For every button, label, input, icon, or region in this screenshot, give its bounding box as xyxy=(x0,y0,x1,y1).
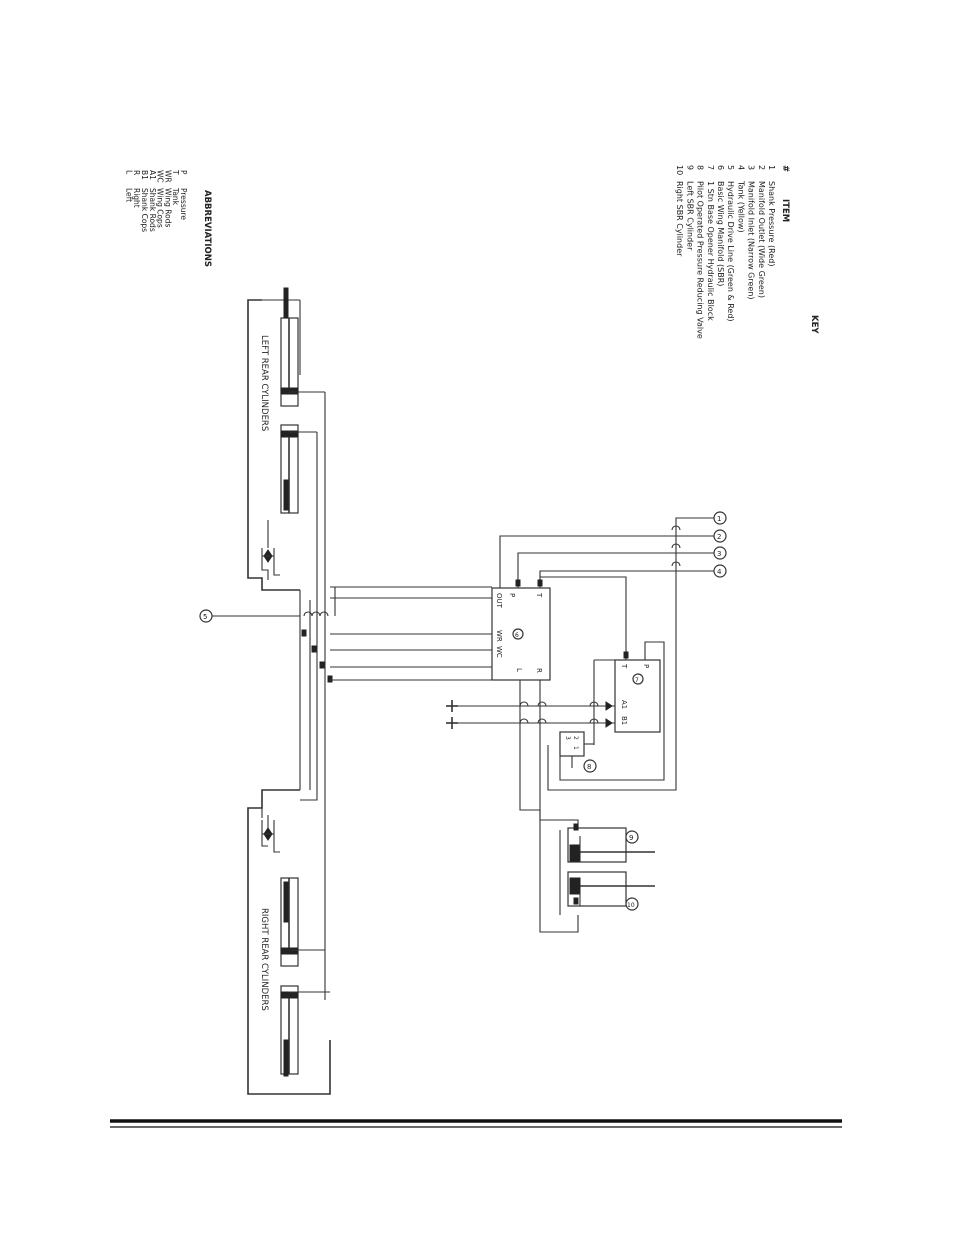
callout-4: 4 xyxy=(713,564,727,578)
abbreviation-code: T xyxy=(171,169,180,175)
left-sbr-cylinder xyxy=(567,827,655,863)
left-cylinder-b xyxy=(280,424,317,514)
shank-hydraulic-block: P T A1 B1 7 xyxy=(446,641,665,781)
key-item-number: 8 xyxy=(696,165,705,170)
block-port-t: T xyxy=(620,663,628,669)
right-sbr-cylinder xyxy=(567,871,655,907)
key-item-text: Basic Wing Manifold (SBR) xyxy=(716,181,725,286)
right-cylinder-a xyxy=(280,877,325,967)
callout-1: 1 xyxy=(713,511,727,525)
key-item-number: 7 xyxy=(706,165,715,170)
key-item-number: 6 xyxy=(716,165,725,170)
manifold-port-wr: WR xyxy=(495,630,503,642)
manifold-port-out: OUT xyxy=(495,593,503,609)
abbreviation-code: WR xyxy=(163,170,172,183)
callout-8: 8 xyxy=(583,759,597,773)
left-cylinder-a xyxy=(280,287,325,407)
block-port-b1: B1 xyxy=(620,716,628,725)
callout-markers: 1 2 3 4 5 8 9 10 xyxy=(199,511,727,911)
basic-wing-manifold: OUT P T WR WC R L 6 xyxy=(491,587,551,681)
left-check-valve xyxy=(261,520,280,580)
abbreviation-code: WC xyxy=(156,170,165,183)
callout-4-label: 4 xyxy=(717,568,722,576)
manifold-number: 6 xyxy=(515,632,519,639)
key-item-number: 5 xyxy=(726,165,735,170)
supply-lines xyxy=(499,517,714,791)
key-item-number: 3 xyxy=(747,165,756,170)
key-item-text: Right SBR Cylinder xyxy=(675,181,684,257)
abbreviations-title: ABBREVIATIONS xyxy=(202,190,212,267)
key-item-text: Shank Pressure (Red) xyxy=(767,181,776,266)
key-item-text: Manifold Outlet (Wide Green) xyxy=(757,181,766,298)
block-port-a1: A1 xyxy=(620,700,628,709)
abbreviation-code: L xyxy=(124,170,133,175)
callout-5-label: 5 xyxy=(203,613,207,621)
key-item-number: 9 xyxy=(685,165,694,170)
abbreviation-meaning: Wing Cops xyxy=(156,188,165,228)
abbreviation-code: B1 xyxy=(140,170,149,180)
manifold-port-p: P xyxy=(508,593,516,597)
callout-9: 9 xyxy=(625,830,639,844)
key-item-number: 10 xyxy=(675,165,684,175)
key-item-number: 1 xyxy=(767,165,776,170)
key-item-text: Tank (Yellow) xyxy=(736,180,745,233)
right-cylinder-b xyxy=(280,985,330,1077)
valve-port-3: 3 xyxy=(564,736,571,740)
abbreviation-meaning: Right xyxy=(132,188,141,208)
key-num-header: # xyxy=(780,165,790,172)
key-item-text: Manifold Inlet (Narrow Green) xyxy=(747,181,756,300)
abbreviation-meaning: Shank Rods xyxy=(148,188,157,232)
key-item-number: 2 xyxy=(757,165,766,170)
valve-port-2: 2 xyxy=(572,736,579,740)
manifold-port-l: L xyxy=(515,668,523,672)
right-rear-cylinders-label: RIGHT REAR CYLINDERS xyxy=(259,908,269,1011)
abbreviation-code: P xyxy=(179,170,188,175)
manifold-port-r: R xyxy=(535,668,543,673)
abbreviation-meaning: Pressure xyxy=(179,188,188,220)
abbreviation-meaning: Wing Rods xyxy=(163,188,172,227)
left-rear-cylinders-label: LEFT REAR CYLINDERS xyxy=(259,335,269,431)
callout-3-label: 3 xyxy=(717,550,721,558)
key-item-text: Pilot Operated Pressure Reducing Valve xyxy=(696,181,705,339)
callout-2: 2 xyxy=(713,529,727,543)
callout-5: 5 xyxy=(199,609,213,623)
callout-2-label: 2 xyxy=(717,533,721,541)
key-item-number: 4 xyxy=(736,165,745,170)
abbreviation-meaning: Tank xyxy=(171,187,180,206)
key-item-text: Hydraulic Drive Line (Green & Red) xyxy=(726,181,735,322)
left-rear-cylinders: LEFT REAR CYLINDERS xyxy=(247,287,325,591)
shank-line-plugs xyxy=(446,700,458,729)
sbr-cylinders xyxy=(519,680,655,933)
right-check-valve xyxy=(261,815,280,853)
key-item-text: Left SBR Cylinder xyxy=(685,181,694,251)
callout-3: 3 xyxy=(713,546,727,560)
key-item-header: ITEM xyxy=(780,199,790,222)
footer-rule xyxy=(110,1119,842,1128)
abbreviation-code: R xyxy=(132,170,141,175)
block-number: 7 xyxy=(635,677,639,684)
manifold-port-t: T xyxy=(535,592,543,598)
abbreviation-meaning: Left xyxy=(124,188,133,202)
pressure-reducing-valve: 3 2 1 xyxy=(559,731,594,768)
abbreviation-code: A1 xyxy=(148,170,157,180)
manifold-port-wc: WC xyxy=(495,646,503,658)
callout-10-label: 10 xyxy=(627,902,635,909)
key-item-text: 1 Stn Base Opener Hydraulic Block xyxy=(706,181,715,321)
right-rear-cylinders: RIGHT REAR CYLINDERS xyxy=(247,789,331,1095)
callout-8-label: 8 xyxy=(587,763,591,771)
callout-10: 10 xyxy=(625,897,639,911)
valve-port-1: 1 xyxy=(572,746,579,750)
block-port-p: P xyxy=(642,664,650,668)
callout-9-label: 9 xyxy=(629,834,633,842)
callout-1-label: 1 xyxy=(717,515,721,523)
key-title: KEY xyxy=(809,315,819,334)
abbreviation-meaning: Shank Cops xyxy=(140,188,149,232)
distribution-lines xyxy=(212,392,500,1000)
